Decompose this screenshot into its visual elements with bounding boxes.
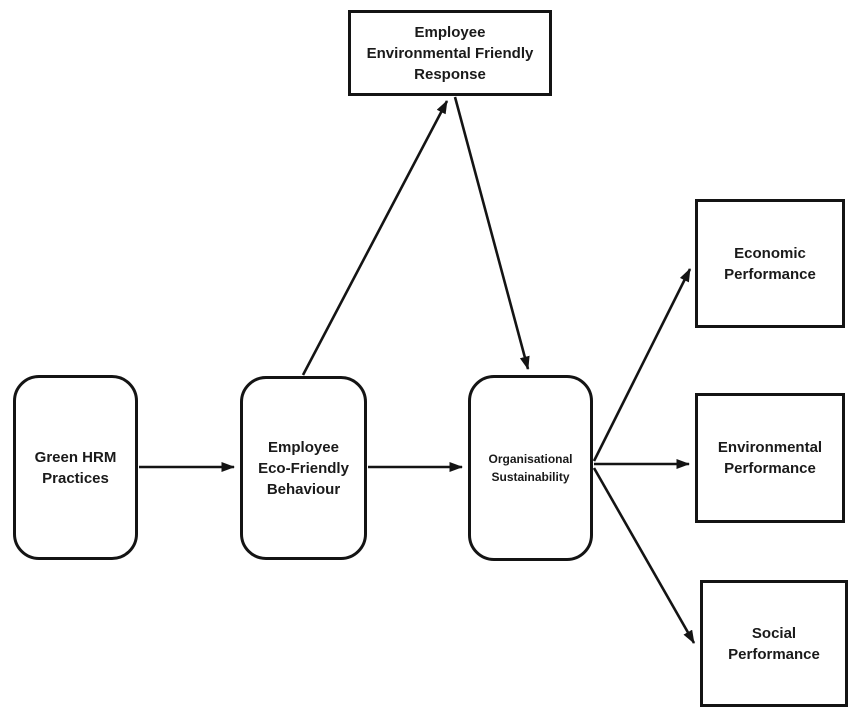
node-social-performance: Social Performance	[700, 580, 848, 707]
node-green-hrm-practices: Green HRM Practices	[13, 375, 138, 560]
arrow-eco-behaviour-to-response	[301, 100, 449, 376]
node-label: Environmental Performance	[717, 439, 823, 477]
arrow-org-sustainability-to-economic	[592, 268, 692, 462]
node-label: Employee Environmental Friendly Response	[366, 23, 534, 83]
node-label: Employee Eco-Friendly Behaviour	[258, 438, 349, 498]
node-economic-performance: Economic Performance	[695, 199, 845, 328]
node-employee-eco-friendly-behaviour: Employee Eco-Friendly Behaviour	[240, 376, 367, 560]
node-label: Social Performance	[728, 624, 820, 663]
node-label: Organisational Sustainability	[488, 452, 573, 484]
node-employee-environmental-friendly-response: Employee Environmental Friendly Response	[348, 10, 552, 96]
node-label: Economic Performance	[724, 244, 816, 283]
node-organisational-sustainability: Organisational Sustainability	[468, 375, 593, 561]
node-environmental-performance: Environmental Performance	[695, 393, 845, 523]
arrow-response-to-org-sustainability	[453, 96, 530, 370]
node-label: Green HRM Practices	[34, 448, 117, 487]
arrow-org-sustainability-to-social	[592, 467, 696, 644]
